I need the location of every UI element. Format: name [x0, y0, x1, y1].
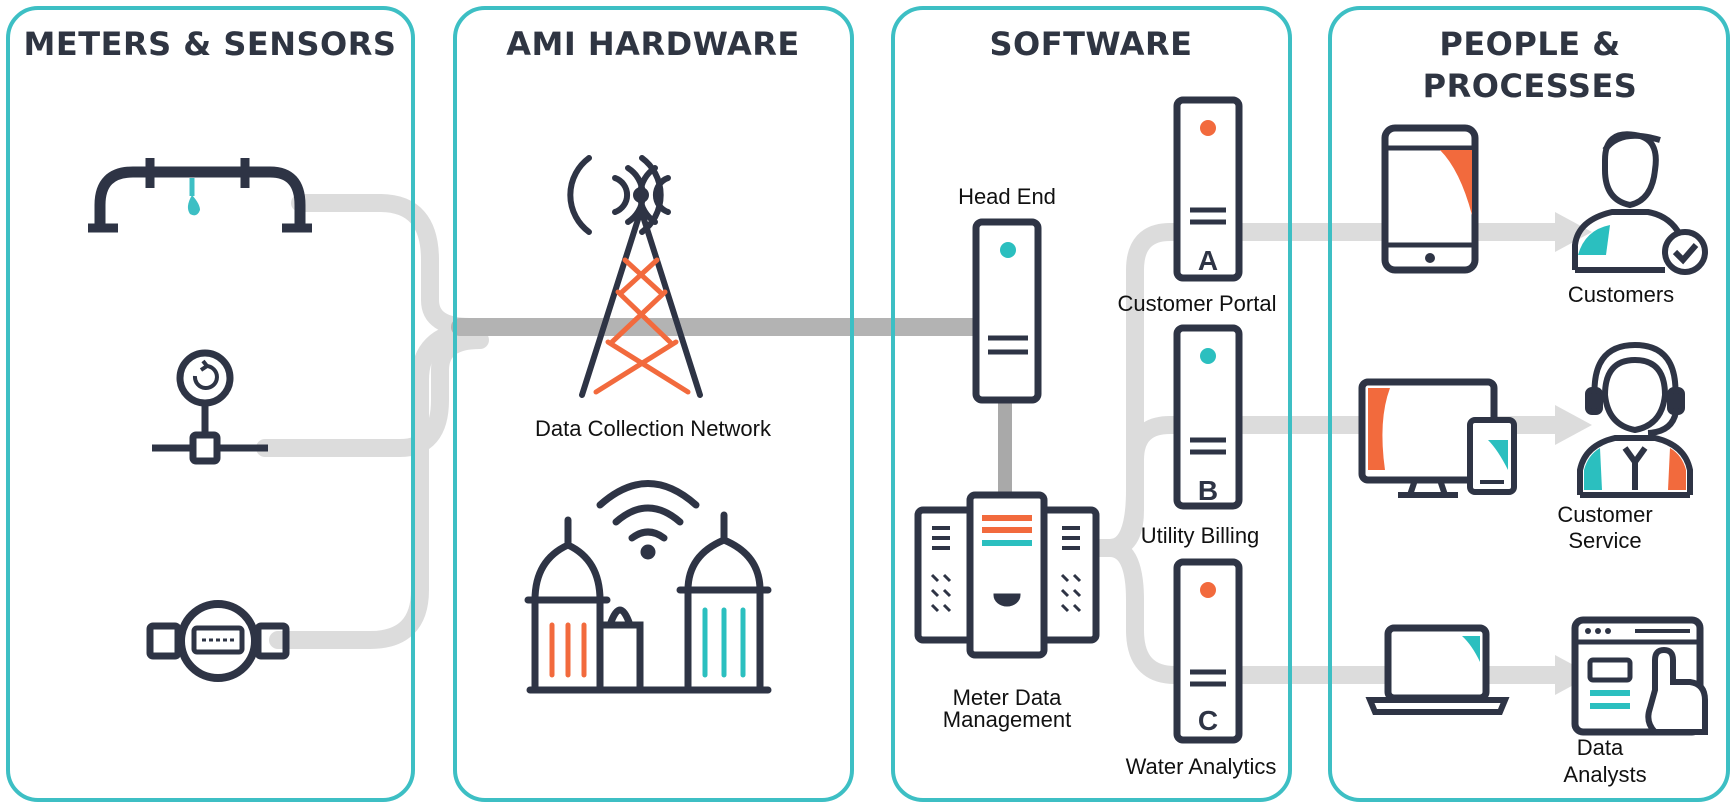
server-c-label: Water Analytics — [1126, 754, 1277, 779]
panels — [6, 6, 1730, 802]
flow-mdm-to-portal — [1051, 223, 1189, 557]
pipe-leak-icon — [88, 158, 312, 233]
people-label-service-line1: Customer — [1557, 502, 1652, 527]
panel-title-ami: AMI HARDWARE — [506, 25, 800, 63]
panel-title-meters: METERS & SENSORS — [24, 25, 397, 63]
water-meter-icon — [146, 600, 290, 682]
server-a-letter: A — [1198, 245, 1218, 276]
panel-people — [1328, 6, 1730, 802]
panel-title-software: SOFTWARE — [989, 25, 1192, 63]
server-c-icon — [1173, 558, 1243, 744]
server-a-icon — [1173, 96, 1243, 282]
tablet-icon — [1381, 124, 1479, 274]
flow-gauge-to-network — [256, 331, 489, 457]
server-b-letter: B — [1198, 475, 1218, 506]
panel-meters — [6, 6, 415, 802]
people-label-customers: Customers — [1568, 282, 1674, 307]
panel-ami-hardware — [453, 6, 854, 802]
server-c-letter: C — [1198, 705, 1218, 736]
server-a-label: Customer Portal — [1118, 291, 1277, 316]
mdm-label-line1: Meter Data — [953, 685, 1063, 710]
panel-software — [891, 6, 1292, 802]
head-end-server-icon — [972, 218, 1042, 404]
desktop-phone-icon — [1358, 378, 1517, 498]
tower-label: Data Collection Network — [535, 416, 772, 441]
mdm-label-line2: Management — [943, 707, 1071, 732]
arrowhead-service — [1555, 405, 1592, 445]
headset-agent-icon — [1577, 341, 1693, 498]
dashboard-touch-icon — [1571, 616, 1708, 736]
server-b-label: Utility Billing — [1141, 523, 1260, 548]
people-label-service-line2: Service — [1568, 528, 1641, 553]
panel-title-people-line2: PROCESSES — [1423, 67, 1638, 105]
head-end-label: Head End — [958, 184, 1056, 209]
laptop-icon — [1365, 624, 1510, 715]
panel-title-people-line1: PEOPLE & — [1439, 25, 1620, 63]
people-label-analysts-line2: Analysts — [1563, 762, 1646, 787]
cell-tower-icon — [567, 155, 703, 398]
smart-city-wifi-icon — [524, 480, 772, 694]
arrowhead-customers — [1555, 212, 1592, 252]
flow-pipe-to-network — [291, 194, 529, 336]
pressure-gauge-icon — [152, 349, 268, 465]
meter-data-management-icon — [914, 491, 1100, 659]
customer-check-icon — [1572, 131, 1708, 275]
flow-mdm-to-analytics — [1051, 539, 1189, 684]
people-label-analysts-line1: Data — [1577, 735, 1624, 760]
server-b-icon — [1173, 324, 1243, 510]
flow-meter-to-network — [269, 321, 479, 649]
